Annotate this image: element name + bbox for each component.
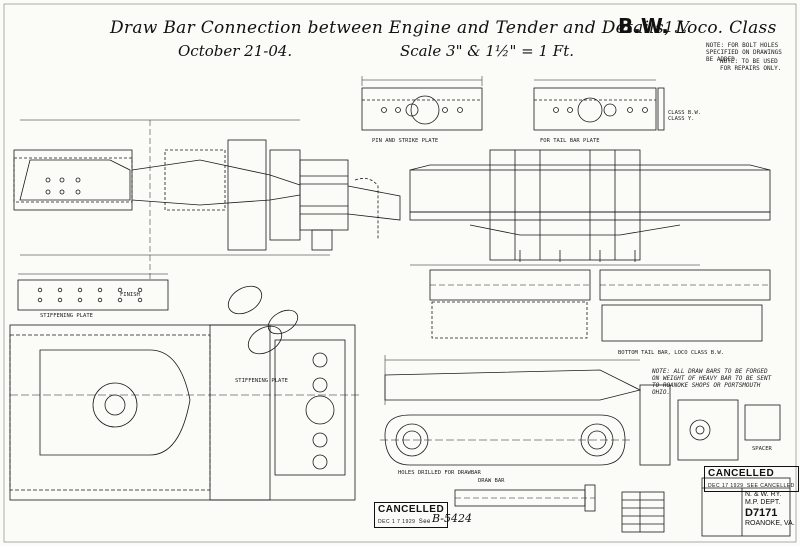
- label-bottom-tail-bar: BOTTOM TAIL BAR, LOCO CLASS B.W.: [618, 350, 724, 356]
- cancelled-stamp-right-date: DEC 17 1929: [708, 483, 744, 489]
- title-block-drawing-no: D7171: [745, 507, 778, 519]
- title-block-dept: M.P. DEPT.: [745, 499, 781, 506]
- title-block-frame: [701, 477, 791, 537]
- class-suffix: 1.V.: [664, 18, 692, 36]
- cancelled-stamp-right-see: SEE CANCELLED: [746, 483, 795, 489]
- cancelled-ref: B-5424: [432, 512, 472, 525]
- stiffening-plate-view: [17, 273, 169, 311]
- label-holes-drilled: HOLES DRILLED FOR DRAWBAR: [398, 470, 481, 476]
- note-top-right-1: NOTE: FOR BOLT HOLES SPECIFIED ON DRAWIN…: [706, 42, 782, 63]
- label-pin-plate-right: FOR TAIL BAR PLATE: [540, 138, 600, 144]
- plate-view-left: [361, 76, 483, 131]
- spacer-view: [639, 384, 781, 466]
- label-finish: FINISH: [120, 292, 140, 298]
- note-top-right-2: NOTE: TO BE USED FOR REPAIRS ONLY.: [720, 58, 782, 72]
- label-spacer: SPACER: [752, 446, 772, 452]
- title-block: N. & W. RY. M.P. DEPT. D7171 ROANOKE, VA…: [745, 491, 795, 528]
- sheet-border: [3, 3, 797, 543]
- draw-bar-side-view: [384, 355, 642, 405]
- cancelled-stamp-main-text: CANCELLED: [378, 504, 445, 515]
- revision-table: [621, 491, 665, 533]
- drawing-scale: Scale 3" & 1½" = 1 Ft.: [400, 42, 574, 60]
- drawing-date: October 21-04.: [178, 42, 293, 60]
- cancelled-stamp-right: CANCELLED DEC 17 1929 SEE CANCELLED: [704, 466, 799, 492]
- label-draw-bar: DRAW BAR: [478, 478, 505, 484]
- note-bottom-right: NOTE: ALL DRAW BARS TO BE FORGED ON WEIG…: [652, 368, 772, 396]
- title-block-railway: N. & W. RY.: [745, 491, 782, 498]
- elevation-view-left: [13, 119, 401, 280]
- drawing-title: Draw Bar Connection between Engine and T…: [110, 18, 777, 38]
- cancelled-stamp-main-date: DEC 1 7 1929: [378, 519, 416, 525]
- label-pin-plate-left: PIN AND STRIKE PLATE: [372, 138, 439, 144]
- class-labels: CLASS B.W. CLASS Y.: [668, 110, 702, 122]
- elevation-view-right: [409, 149, 771, 266]
- cancelled-stamp-right-text: CANCELLED: [708, 468, 775, 479]
- cancelled-stamp-main: CANCELLED DEC 1 7 1929 See: [374, 502, 449, 528]
- label-stiffening-plate-2: STIFFENING PLATE: [235, 378, 288, 384]
- plan-view-bottom-left: [9, 285, 360, 501]
- tail-bar-views: [429, 269, 771, 342]
- label-stiffening-plate: STIFFENING PLATE: [40, 313, 93, 319]
- pin-detail: [454, 484, 596, 512]
- title-block-location: ROANOKE, VA.: [745, 520, 795, 527]
- class-code: B.W.: [618, 14, 669, 38]
- cancelled-stamp-main-see: See: [418, 519, 431, 525]
- plate-view-right: [533, 79, 665, 131]
- draw-bar-plan-view: [380, 414, 630, 466]
